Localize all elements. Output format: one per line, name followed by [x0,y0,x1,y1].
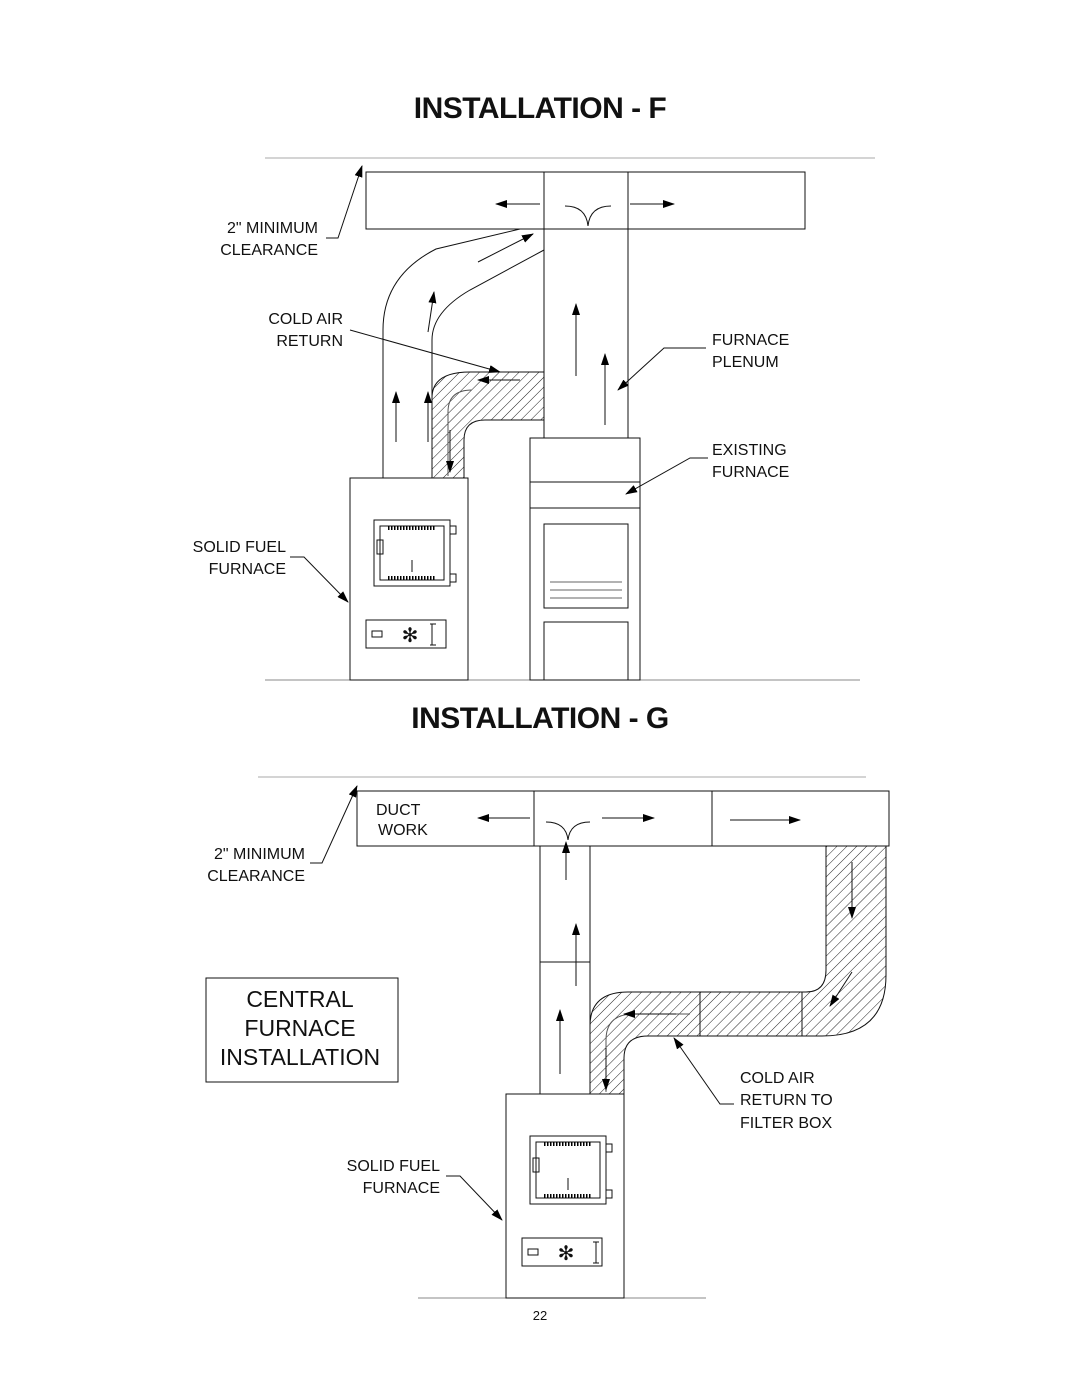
existing-furnace-lower-panel [543,621,629,681]
riser-arrow-b [427,291,437,333]
solid-fuel-riser-f [382,228,545,478]
clearance-label-g-line2: CLEARANCE [207,868,305,885]
cold-air-label-g-line1: COLD AIR [740,1070,815,1087]
cold-air-label-f-line2: RETURN [276,333,343,350]
cold-air-label-g-line3: FILTER BOX [740,1115,832,1132]
blower-fan-icon-g: ✻ [558,1243,575,1265]
existing-furnace-label-line2: FURNACE [712,464,789,481]
duct-splitter-f [564,205,612,227]
page-number: 22 [533,1308,547,1323]
installation-g-title: INSTALLATION - G [411,702,669,735]
riser-arrow-a [477,233,534,263]
installation-f-title: INSTALLATION - F [414,92,667,125]
solid-fuel-furnace-f [349,477,469,681]
central-furnace-line1: CENTRAL [246,986,354,1012]
clearance-label-f-line1: 2" MINIMUM [227,220,318,237]
solid-fuel-leader-g [446,1175,503,1221]
supply-duct-f [365,171,806,230]
clearance-label-g-line1: 2" MINIMUM [214,846,305,863]
blower-box-f [365,619,447,649]
central-furnace-line2: FURNACE [244,1015,355,1041]
duct-work-label-line2: WORK [378,822,428,839]
door-handle-icon-g [532,1157,540,1173]
cold-air-leader-g [673,1037,734,1105]
furnace-door-outer-g [529,1135,607,1205]
existing-furnace-label-line1: EXISTING [712,442,787,459]
blower-bracket-f [430,623,436,646]
cold-air-label-g-line2: RETURN TO [740,1092,833,1109]
existing-furnace-leader [625,457,708,495]
duct-splitter-g [545,821,591,841]
furnace-door-outer-f [373,519,451,587]
existing-furnace-top-f [529,437,641,483]
cold-air-leader-f [349,329,501,373]
blower-box-g [521,1237,603,1267]
plenum-label-line2: PLENUM [712,354,779,371]
duct-work-g [356,790,890,847]
cold-air-return-g [589,845,887,1095]
door-hinge-bottom-g [605,1189,613,1199]
solid-fuel-label-f-line2: FURNACE [209,561,286,578]
duct-joints-g [533,791,713,846]
solid-fuel-label-f-line1: SOLID FUEL [193,539,286,556]
central-furnace-line3: INSTALLATION [220,1044,380,1070]
plenum-leader [617,347,706,391]
return-inner-line-f [447,389,473,476]
existing-furnace-body-f [529,481,641,681]
clearance-leader-g [310,785,358,864]
blower-motor-g [527,1248,539,1256]
plenum-label-line1: FURNACE [712,332,789,349]
supply-riser-g [539,846,591,1094]
solid-fuel-label-g-line1: SOLID FUEL [347,1158,440,1175]
return-joints-g [699,992,803,1036]
duct-work-label-line1: DUCT [376,802,421,819]
door-hinge-top-g [605,1143,613,1153]
blower-fan-icon-f: ✻ [402,625,419,647]
existing-furnace-louvers [550,581,622,599]
furnace-plenum-f [543,172,629,438]
central-furnace-box [205,977,399,1083]
clearance-leader-f [326,165,363,239]
blower-motor-f [371,630,383,638]
return-arrow-g-b [829,971,853,1007]
blower-bracket-g [593,1241,599,1264]
existing-furnace-upper-panel [543,523,629,609]
solid-fuel-furnace-g [505,1093,625,1299]
door-hinge-top-f [449,525,457,535]
solid-fuel-leader-f [290,556,349,603]
solid-fuel-label-g-line2: FURNACE [363,1180,440,1197]
clearance-label-f-line2: CLEARANCE [220,242,318,259]
cold-air-label-f-line1: COLD AIR [268,311,343,328]
door-handle-icon-f [376,539,384,555]
cold-air-return-f [431,371,545,479]
door-hinge-bottom-f [449,573,457,583]
